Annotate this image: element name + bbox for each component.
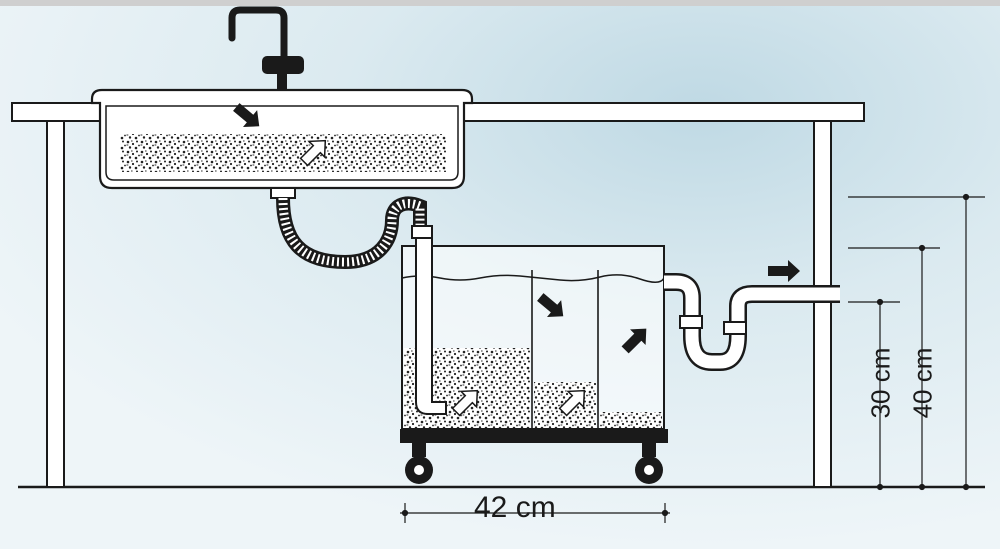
dimension-top — [848, 193, 985, 491]
flow-arrow-icon — [299, 139, 327, 167]
caster-wheel-icon — [635, 456, 663, 484]
flow-arrow-icon — [558, 389, 586, 417]
outlet-siphon — [664, 273, 840, 371]
faucet-icon — [228, 6, 304, 90]
sink-basin — [90, 88, 474, 190]
height-30-dimension-label: 30 cm — [865, 347, 896, 419]
filter-tank — [401, 225, 665, 430]
sink-gravel — [120, 134, 446, 172]
tank-gravel-right — [600, 412, 662, 428]
width-dimension-label: 42 cm — [474, 491, 556, 524]
caster-wheel-icon — [405, 456, 433, 484]
flow-arrow-icon — [233, 103, 260, 127]
flow-arrow-icon — [451, 389, 479, 417]
dimension-42 — [400, 503, 670, 523]
height-40-dimension-label: 40 cm — [907, 347, 938, 419]
flow-arrow-icon — [768, 260, 800, 282]
top-edge — [0, 0, 1000, 6]
drain-hose — [270, 187, 427, 270]
flow-arrow-icon — [537, 293, 564, 317]
cart — [400, 429, 668, 484]
dimension-40 — [848, 244, 940, 491]
flow-arrow-icon — [621, 328, 647, 354]
dimension-30 — [848, 298, 900, 491]
